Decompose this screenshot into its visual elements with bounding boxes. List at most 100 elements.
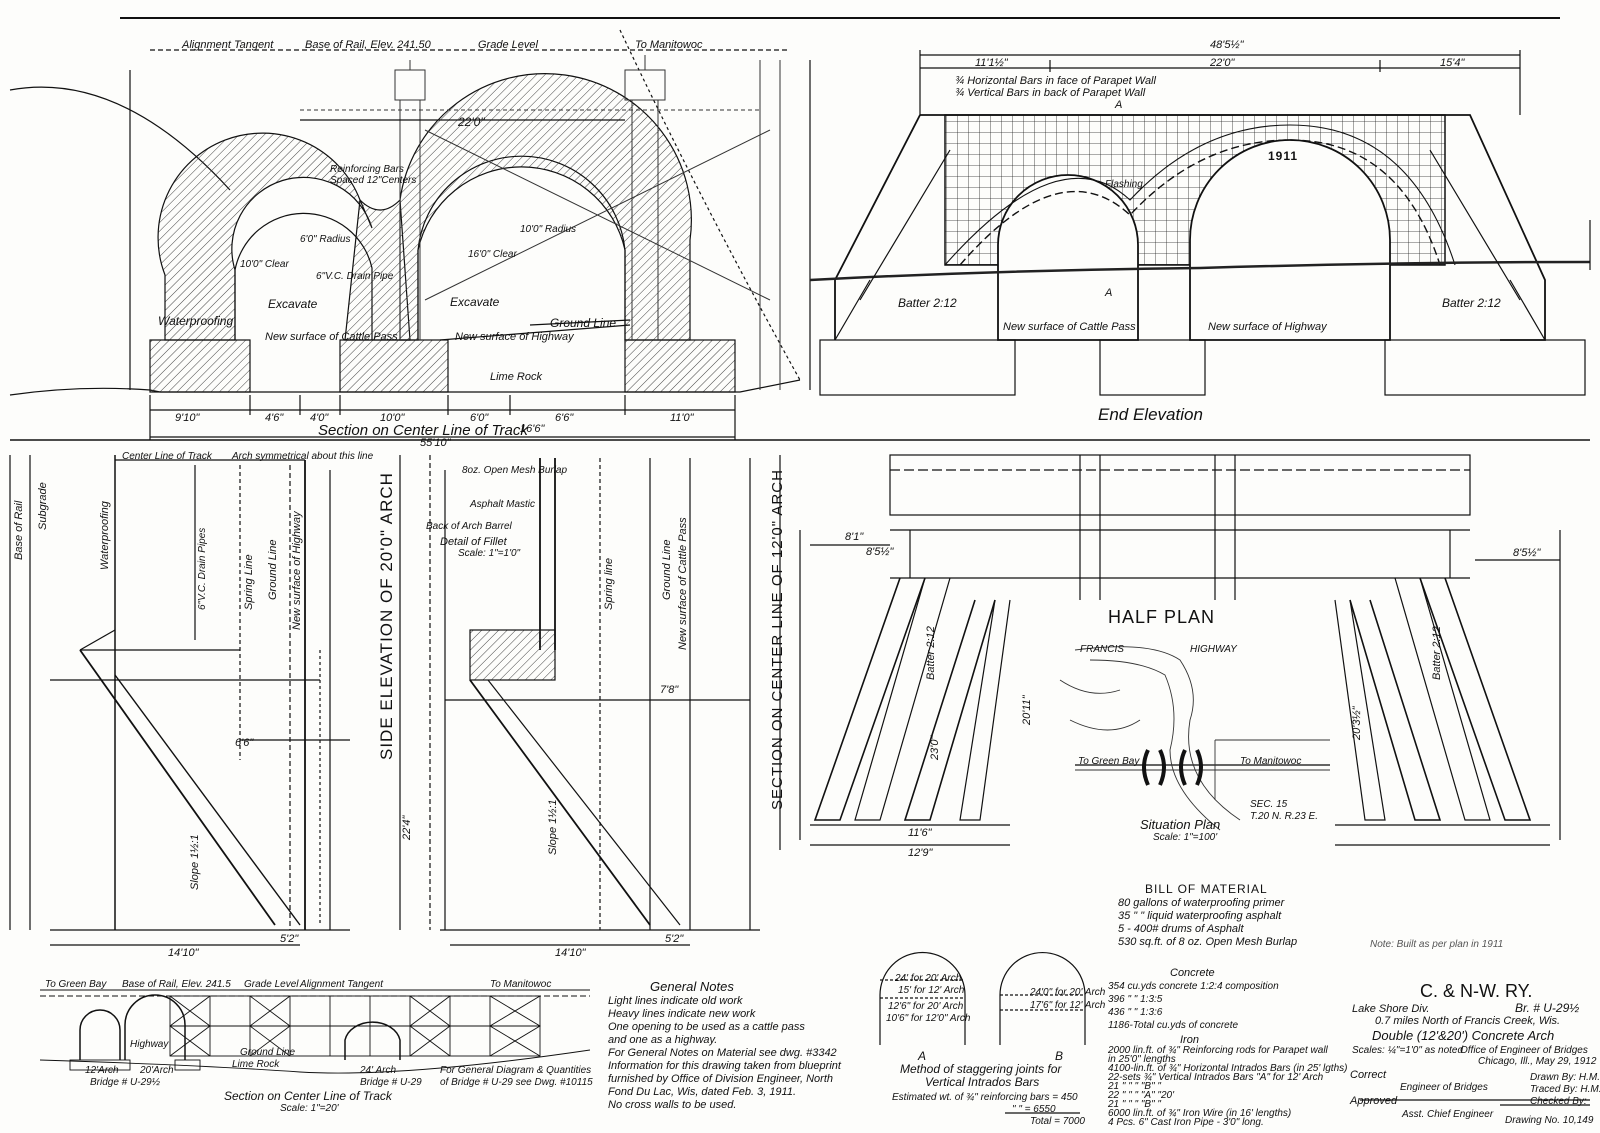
side-dim-66: 6'6" [235, 737, 254, 749]
plan-dim-81: 8'1" [845, 531, 864, 543]
note-line: For General Notes on Material see dwg. #… [608, 1047, 837, 1059]
radius-6-label: 6'0" Radius [300, 234, 351, 245]
bs-title: Section on Center Line of Track [224, 1089, 392, 1103]
spaced-label: Spaced 12"Centers [330, 175, 417, 186]
iron-line: 22 " " " "A" "20' [1108, 1090, 1175, 1101]
stagger-method2: Vertical Intrados Bars [925, 1075, 1040, 1089]
sec-label: SEC. 15 [1250, 799, 1288, 810]
bill-line: 530 sq.ft. of 8 oz. Open Mesh Burlap [1118, 936, 1298, 948]
section-a-marker-top: A [1115, 99, 1123, 111]
drain-pipe-label: 6"V.C. Drain Pipe [316, 271, 394, 282]
to-manitowoc-plan-label: To Manitowoc [1240, 756, 1302, 767]
dim-10-0: 10'0" [380, 412, 405, 424]
dim-11-0: 11'0" [670, 412, 694, 424]
stagger-a1: 24' for 20' Arch [895, 973, 962, 984]
iron-line: 2000 lin.ft. of ¾" Reinforcing rods for … [1108, 1045, 1328, 1056]
bs-alignment: Alignment Tangent [300, 979, 384, 990]
note-line: Information for this drawing taken from … [608, 1060, 841, 1072]
half-plan-drawing [779, 454, 1561, 850]
stagger-method: Method of staggering joints for [900, 1062, 1062, 1076]
end-dim-total: 48'5½" [1210, 39, 1244, 51]
situation-plan-title: Situation Plan [1140, 817, 1221, 832]
plan-dim-2011: 20'11" [1021, 695, 1033, 725]
situation-plan-drawing [1059, 646, 1330, 831]
location-label: 0.7 miles North of Francis Creek, Wis. [1375, 1015, 1561, 1027]
approved-label: Approved [1350, 1095, 1398, 1107]
ground-line-vlabel: Ground Line [267, 539, 279, 600]
stagger-b1: 24'0" for 20' Arch [1030, 987, 1106, 998]
iron-line: 6000 lin.ft. of ¾" Iron Wire (in 16' len… [1108, 1108, 1292, 1119]
general-notes-title: General Notes [650, 979, 734, 994]
drawing-number: Drawing No. 10,149 [1505, 1115, 1594, 1126]
stagger-label-a: A [918, 1049, 927, 1063]
surf-cattle-label: New surface of Cattle Pass [1003, 321, 1136, 333]
sec12-dim-52: 5'2" [665, 933, 684, 945]
stagger-diagrams [879, 951, 1086, 1114]
bs-ground: Ground Line [240, 1047, 296, 1058]
bill-line: 5 - 400# drums of Asphalt [1118, 923, 1244, 935]
note-line: and one as a highway. [608, 1034, 718, 1046]
iron-line: in 25'0" lengths [1108, 1054, 1176, 1065]
dim-16-6: 16'6" [520, 423, 545, 435]
new-surface-highway-label: New surface of Highway [455, 331, 574, 343]
stagger-a2: 15' for 12' Arch [898, 985, 965, 996]
parapet-note-2: ¾ Vertical Bars in back of Parapet Wall [955, 87, 1146, 99]
note-line: Light lines indicate old work [608, 995, 743, 1007]
iron-line: 22-sets ¾" Vertical Intrados Bars "A" fo… [1108, 1072, 1324, 1083]
iron-line: 21 " " " "B" " [1108, 1081, 1161, 1092]
spring-line-12-vlabel: Spring line [603, 558, 615, 610]
bill-line: 80 gallons of waterproofing primer [1118, 897, 1285, 909]
plan-dim-85-right: 8'5½" [1513, 547, 1541, 559]
clear-16-label: 16'0" Clear [468, 249, 517, 260]
bs-arch24: 24' Arch [360, 1065, 397, 1076]
highway-label: HIGHWAY [1190, 644, 1237, 655]
bs-highway: Highway [130, 1039, 169, 1050]
situation-plan-scale: Scale: 1"=100' [1153, 832, 1218, 843]
bs-base-rail: Base of Rail, Elev. 241.5 [122, 979, 231, 990]
sec12-dim-1410: 14'10" [555, 947, 586, 959]
waterproofing-vlabel: Waterproofing [99, 501, 111, 570]
asphalt-label: Asphalt Mastic [470, 499, 536, 510]
to-green-bay-plan-label: To Green Bay [1078, 756, 1140, 767]
bs-scale: Scale: 1"=20' [280, 1103, 339, 1114]
fillet-label: Detail of Fillet [440, 536, 507, 548]
batter-right-label: Batter 2:12 [1442, 296, 1501, 310]
bs-lime: Lime Rock [232, 1059, 280, 1070]
slope-vlabel: Slope 1½:1 [189, 834, 201, 890]
iron-line: 21 " " " "B" " [1108, 1099, 1161, 1110]
fillet-scale-label: Scale: 1"=1'0" [458, 548, 521, 559]
bs-arch12: 12'Arch [85, 1065, 119, 1076]
subgrade-vlabel: Subgrade [37, 482, 49, 530]
lime-rock-label: Lime Rock [490, 371, 542, 383]
bottom-section-drawing [39, 989, 591, 1074]
side-elevation-drawing [9, 455, 760, 946]
francis-label: FRANCIS [1080, 644, 1124, 655]
date-stamp: 1911 [1268, 149, 1299, 163]
burlap-label: 8oz. Open Mesh Burlap [462, 465, 568, 476]
dim-6-0: 6'0" [470, 412, 489, 424]
new-surface-cattle-label: New surface of Cattle Pass [265, 331, 398, 343]
concrete-line: 354 cu.yds concrete 1:2:4 composition [1108, 981, 1279, 992]
spring-line-vlabel: Spring Line [243, 554, 255, 610]
plan-dim-230: 23'0" [929, 735, 941, 760]
radius-10-label: 10'0" Radius [520, 224, 577, 235]
plan-dim-85: 8'5½" [866, 546, 894, 558]
new-surface-highway-vlabel: New surface of Highway [291, 511, 303, 630]
batter-plan-left-vlabel: Batter 2:12 [925, 626, 937, 680]
concrete-list: 354 cu.yds concrete 1:2:4 composition 39… [1108, 980, 1279, 1032]
note-line: Heavy lines indicate new work [608, 1008, 756, 1020]
flashing-label: Flashing [1105, 179, 1143, 190]
dim-4-0: 4'0" [310, 412, 329, 424]
excavate-label-2: Excavate [450, 295, 500, 309]
symmetrical-label: Arch symmetrical about this line [232, 451, 374, 462]
twn-label: T.20 N. R.23 E. [1250, 811, 1318, 822]
end-elevation-drawing [809, 50, 1591, 396]
note-line: furnished by Office of Division Engineer… [608, 1073, 834, 1085]
concrete-line: 436 " " 1:3:6 [1108, 1007, 1163, 1018]
section-drawing [9, 29, 811, 440]
bill-line: 35 " " liquid waterproofing asphalt [1118, 910, 1282, 922]
base-of-rail-vlabel: Base of Rail [13, 500, 25, 560]
side-dim-1410: 14'10" [168, 947, 199, 959]
stagger-a4: 10'6" for 12'0" Arch [886, 1013, 971, 1024]
